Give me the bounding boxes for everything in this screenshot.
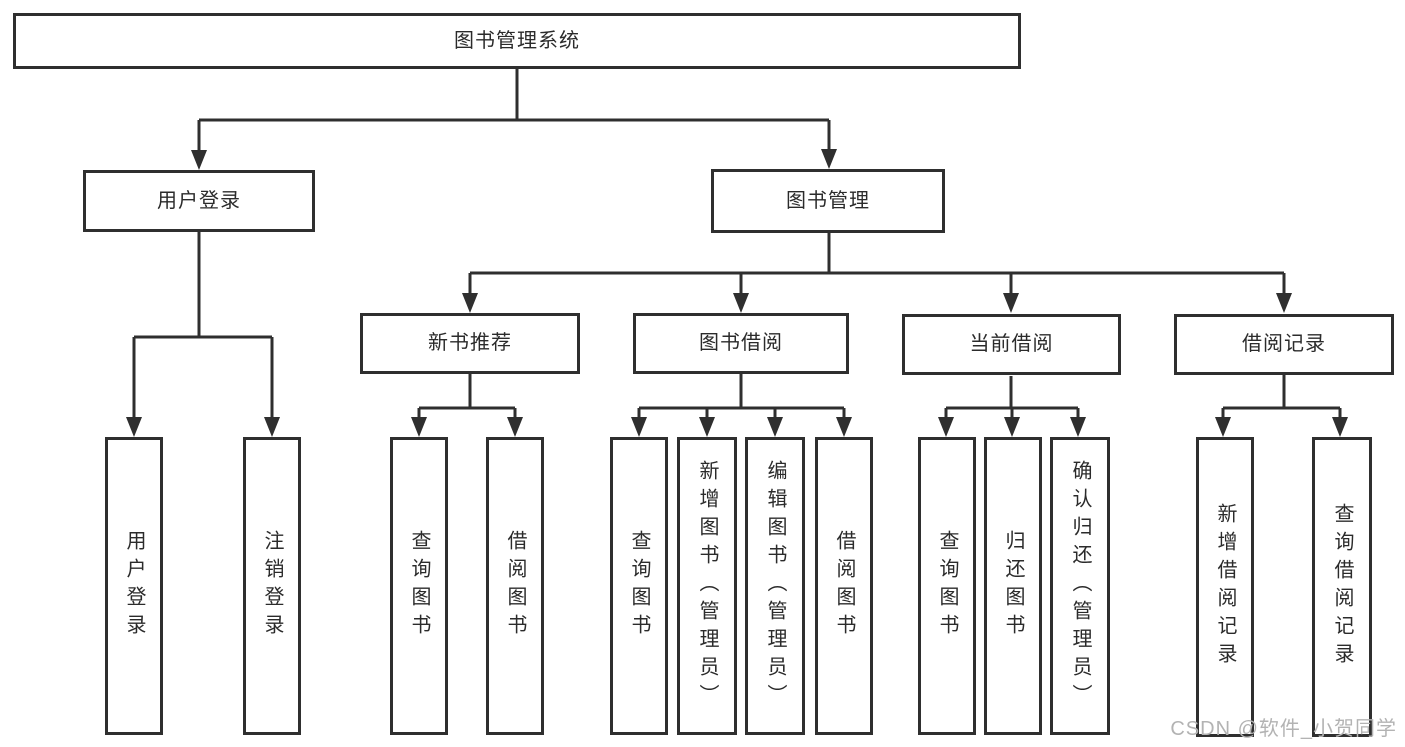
arrow-down-icon	[1215, 417, 1231, 437]
node-return-books: 归还图书	[984, 437, 1042, 735]
node-user-login-leaf: 用户登录	[105, 437, 163, 735]
csdn-watermark: CSDN @软件_小贺同学	[1170, 718, 1397, 740]
node-query-books: 查询图书	[610, 437, 668, 735]
node-library-management-system: 图书管理系统	[13, 13, 1021, 69]
node-borrow-books: 借阅图书	[815, 437, 873, 735]
arrow-down-icon	[1004, 417, 1020, 437]
node-confirm-return-admin: 确认归还（管理员）	[1050, 437, 1110, 735]
arrow-down-icon	[938, 417, 954, 437]
arrow-down-icon	[631, 417, 647, 437]
node-query-borrow-record: 查询借阅记录	[1312, 437, 1372, 737]
node-query-books: 查询图书	[918, 437, 976, 735]
node-query-books: 查询图书	[390, 437, 448, 735]
node-new-book-recommend: 新书推荐	[360, 313, 580, 374]
arrow-down-icon	[1003, 293, 1019, 313]
connector-user-login-split	[126, 232, 280, 437]
arrow-down-icon	[507, 417, 523, 437]
arrow-down-icon	[767, 417, 783, 437]
arrow-down-icon	[1332, 417, 1348, 437]
arrow-down-icon	[462, 293, 478, 313]
arrow-down-icon	[699, 417, 715, 437]
node-edit-books-admin: 编辑图书（管理员）	[745, 437, 805, 735]
arrow-down-icon	[126, 417, 142, 437]
arrow-down-icon	[836, 417, 852, 437]
node-borrow-books: 借阅图书	[486, 437, 544, 735]
node-user-login: 用户登录	[83, 170, 315, 232]
arrow-down-icon	[264, 417, 280, 437]
arrow-down-icon	[1070, 417, 1086, 437]
arrow-down-icon	[191, 150, 207, 170]
node-book-borrow: 图书借阅	[633, 313, 849, 374]
node-add-books-admin: 新增图书（管理员）	[677, 437, 737, 735]
arrow-down-icon	[1276, 293, 1292, 313]
node-add-borrow-record: 新增借阅记录	[1196, 437, 1254, 737]
node-borrow-record: 借阅记录	[1174, 314, 1394, 375]
connector-borrow-record-split	[1215, 375, 1348, 437]
node-logout: 注销登录	[243, 437, 301, 735]
connector-book-management-split	[462, 233, 1292, 313]
node-current-borrow: 当前借阅	[902, 314, 1121, 375]
node-book-management: 图书管理	[711, 169, 945, 233]
connector-book-borrow-split	[631, 374, 852, 437]
arrow-down-icon	[733, 293, 749, 313]
arrow-down-icon	[411, 417, 427, 437]
connector-root-split	[191, 69, 837, 170]
connector-current-borrow-split	[938, 376, 1086, 437]
arrow-down-icon	[821, 149, 837, 169]
connector-new-book-split	[411, 374, 523, 437]
